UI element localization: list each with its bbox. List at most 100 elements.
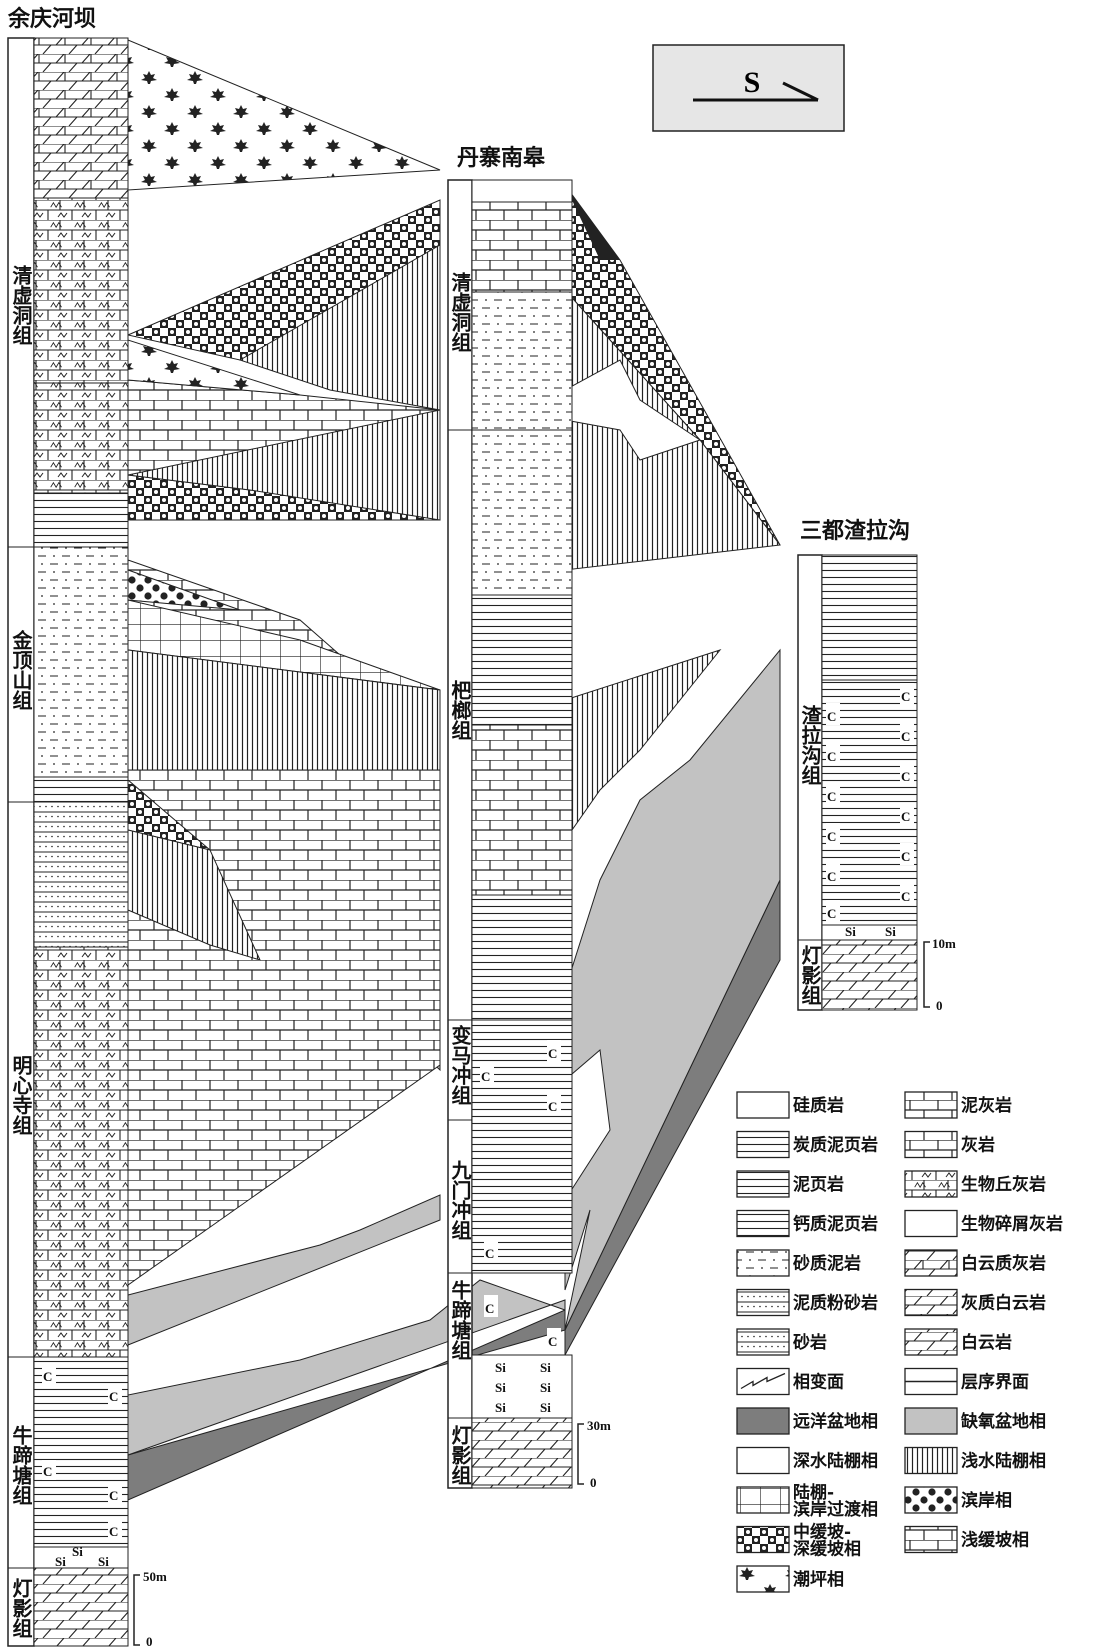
legend-swatch-lime-dolo xyxy=(905,1290,957,1316)
lith-dolomite xyxy=(822,940,917,1010)
carbon-marker: C xyxy=(109,1524,118,1539)
carbon-marker: C xyxy=(827,709,836,724)
section-title: 余庆河坝 xyxy=(7,6,96,32)
silica-marker: Si xyxy=(540,1400,551,1415)
legend-label: 浅水陆棚相 xyxy=(961,1451,1046,1472)
legend-label: 相变面 xyxy=(793,1372,844,1393)
silica-marker: Si xyxy=(495,1400,506,1415)
formation-label: 九门冲组 xyxy=(448,1160,472,1240)
formation-label: 明心寺组 xyxy=(9,1055,33,1135)
legend-swatch-shale xyxy=(737,1171,789,1197)
lith-bioclastic xyxy=(472,180,572,202)
section-sandu-zhalagou: 三都渣拉沟 C C C C C C C C C C C C Si Si 渣拉沟组… xyxy=(798,518,956,1013)
lith-siliceous xyxy=(472,1355,572,1418)
lith-bioherm-middle xyxy=(34,383,128,493)
carbon-marker: C xyxy=(827,789,836,804)
legend-swatch-marl xyxy=(905,1092,957,1118)
silica-marker: Si xyxy=(495,1380,506,1395)
legend-swatch-dolo-lime xyxy=(905,1250,957,1276)
legend-swatch-calc-shale xyxy=(737,1211,789,1237)
scale-bottom: 0 xyxy=(936,998,943,1013)
lith-shale xyxy=(822,555,917,680)
carbon-marker: C xyxy=(481,1069,490,1084)
carbon-marker: C xyxy=(43,1369,52,1384)
legend-swatch-anoxic xyxy=(905,1408,957,1434)
legend-label: 灰质白云岩 xyxy=(961,1293,1046,1314)
legend-label: 泥灰岩 xyxy=(961,1095,1012,1116)
formation-label: 牛蹄塘组 xyxy=(9,1424,33,1505)
lith-dolomitic-limestone xyxy=(34,38,128,198)
legend-swatch-bioherm xyxy=(905,1171,957,1197)
formation-label: 牛蹄塘组 xyxy=(448,1279,472,1360)
section-title: 三都渣拉沟 xyxy=(800,518,910,544)
carbon-marker: C xyxy=(901,729,910,744)
carbon-marker: C xyxy=(901,769,910,784)
lith-limestone xyxy=(472,725,572,895)
carbon-marker: C xyxy=(827,829,836,844)
formation-label: 杷榔组 xyxy=(448,679,472,740)
legend-swatch-bioclastic xyxy=(905,1211,957,1237)
lith-shale-jinding xyxy=(34,777,128,802)
carbon-marker: C xyxy=(827,749,836,764)
legend-swatch-shallow-ramp xyxy=(905,1527,957,1553)
carbon-marker: C xyxy=(901,809,910,824)
legend-swatch-sandstone xyxy=(737,1329,789,1355)
legend-label: 远洋盆地相 xyxy=(793,1411,878,1432)
section-title: 丹寨南皋 xyxy=(457,145,546,171)
lith-shale xyxy=(472,595,572,725)
legend-label: 深水陆棚相 xyxy=(793,1451,878,1472)
formation-label: 渣拉沟组 xyxy=(798,704,822,785)
silica-marker: Si xyxy=(885,924,896,939)
scale-top: 30m xyxy=(587,1418,611,1433)
lith-shale-top xyxy=(34,493,128,547)
direction-indicator: S xyxy=(653,45,844,131)
legend-swatch-shallow-shelf xyxy=(905,1448,957,1474)
silica-marker: Si xyxy=(72,1544,83,1559)
formation-label: 灯影组 xyxy=(798,945,822,1005)
lith-marl xyxy=(472,202,572,292)
legend-label: 缺氧盆地相 xyxy=(961,1411,1046,1432)
carbon-marker: C xyxy=(43,1464,52,1479)
lith-sandy-mudstone xyxy=(34,547,128,777)
legend-swatch-limestone xyxy=(905,1132,957,1158)
legend-label: 陆棚-滨岸过渡相 xyxy=(793,1482,878,1520)
carbon-marker: C xyxy=(901,889,910,904)
legend: 硅质岩泥灰岩炭质泥页岩灰岩泥页岩生物丘灰岩钙质泥页岩生物碎屑灰岩砂质泥岩白云质灰… xyxy=(737,1092,1063,1592)
legend-label: 滨岸相 xyxy=(961,1490,1012,1511)
silica-marker: Si xyxy=(540,1380,551,1395)
legend-label: 白云质灰岩 xyxy=(961,1253,1046,1274)
silica-marker: Si xyxy=(98,1554,109,1569)
carbon-marker: C xyxy=(109,1389,118,1404)
legend-label: 层序界面 xyxy=(961,1372,1029,1393)
legend-label: 炭质泥页岩 xyxy=(793,1135,878,1156)
legend-swatch-sandy-mud xyxy=(737,1250,789,1276)
silica-marker: Si xyxy=(540,1360,551,1375)
carbon-marker: C xyxy=(901,689,910,704)
lith-siliceous xyxy=(822,925,917,940)
formation-label: 清虚洞组 xyxy=(448,271,472,352)
scale-bar: 50m 0 xyxy=(134,1569,167,1648)
legend-label: 生物丘灰岩 xyxy=(961,1174,1046,1195)
lith-shale-2 xyxy=(472,895,572,1020)
formation-label: 灯影组 xyxy=(9,1578,33,1638)
legend-label: 中缓坡-深缓坡相 xyxy=(793,1522,861,1560)
scale-bottom: 0 xyxy=(146,1634,153,1648)
carbon-marker: C xyxy=(109,1488,118,1503)
legend-label: 钙质泥页岩 xyxy=(793,1214,878,1235)
legend-label: 砂岩 xyxy=(793,1332,827,1353)
legend-label: 泥页岩 xyxy=(793,1174,844,1195)
silica-marker: Si xyxy=(495,1360,506,1375)
lith-sandy-mud-2 xyxy=(472,430,572,595)
formation-label: 变马冲组 xyxy=(448,1024,472,1105)
carbon-marker: C xyxy=(548,1099,557,1114)
scale-bottom: 0 xyxy=(590,1475,597,1490)
legend-swatch-deep-shelf xyxy=(737,1448,789,1474)
legend-label: 灰岩 xyxy=(961,1135,995,1156)
legend-swatch-silt xyxy=(737,1290,789,1316)
lith-silt xyxy=(34,802,128,947)
legend-label: 砂质泥岩 xyxy=(793,1253,861,1274)
legend-label: 生物碎屑灰岩 xyxy=(961,1214,1063,1235)
legend-swatch-pelagic xyxy=(737,1408,789,1434)
legend-swatch-transition xyxy=(737,1487,789,1513)
